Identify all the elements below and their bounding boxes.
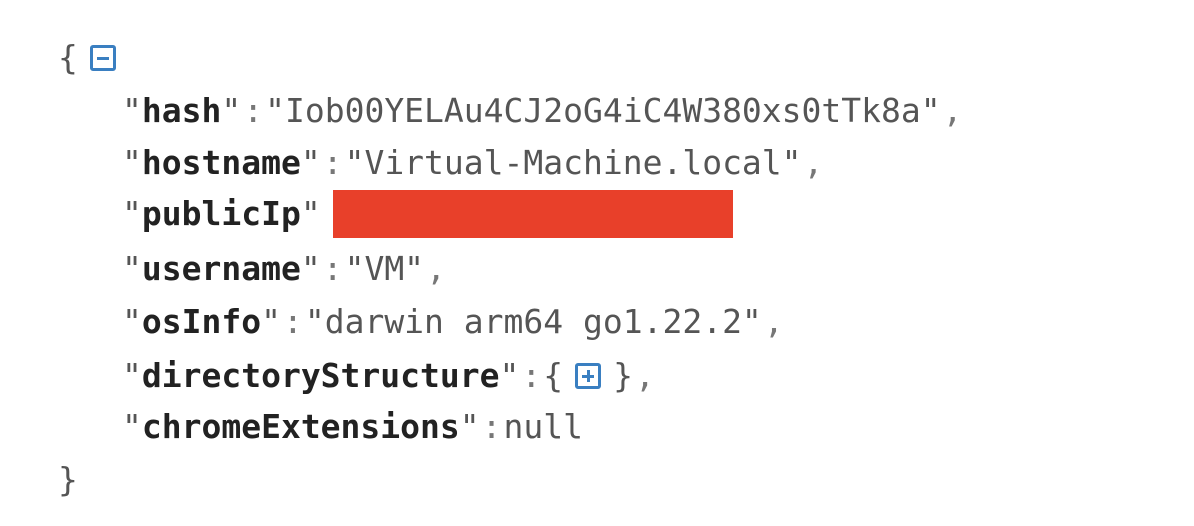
json-entry-hostname: "hostname":"Virtual-Machine.local", bbox=[122, 143, 824, 182]
json-key: osInfo bbox=[141, 302, 262, 341]
redaction-block bbox=[332, 190, 733, 238]
json-entry-chromeextensions: "chromeExtensions":null bbox=[122, 407, 583, 446]
root-open-brace: { bbox=[58, 38, 78, 77]
json-key: username bbox=[141, 249, 301, 288]
json-value: "darwin arm64 go1.22.2" bbox=[304, 302, 762, 341]
json-key: directoryStructure bbox=[141, 356, 500, 395]
object-close-brace: } bbox=[613, 356, 633, 395]
json-root-open-line: { bbox=[58, 38, 128, 78]
json-key: publicIp bbox=[141, 194, 301, 233]
json-root-close-line: } bbox=[58, 460, 78, 500]
json-key: hostname bbox=[141, 143, 301, 182]
json-entry-publicip: "publicIp" bbox=[122, 190, 733, 238]
root-close-brace: } bbox=[58, 460, 78, 499]
object-open-brace: { bbox=[543, 356, 564, 395]
json-value: null bbox=[503, 407, 583, 446]
json-entry-osinfo: "osInfo":"darwin arm64 go1.22.2", bbox=[122, 302, 784, 341]
collapse-toggle-minus-square-icon[interactable] bbox=[89, 45, 116, 71]
json-value: "VM" bbox=[344, 249, 425, 288]
json-key: chromeExtensions bbox=[141, 407, 460, 446]
json-entry-directorystructure: "directoryStructure":{ }, bbox=[122, 356, 655, 395]
json-value: "Iob00YELAu4CJ2oG4iC4W380xs0tTk8a" bbox=[265, 91, 941, 130]
expand-toggle-plus-square-icon[interactable] bbox=[575, 363, 602, 389]
json-key: hash bbox=[141, 91, 222, 130]
json-entry-hash: "hash":"Iob00YELAu4CJ2oG4iC4W380xs0tTk8a… bbox=[122, 91, 963, 130]
json-value: "Virtual-Machine.local" bbox=[344, 143, 802, 182]
json-entry-username: "username":"VM", bbox=[122, 249, 446, 288]
